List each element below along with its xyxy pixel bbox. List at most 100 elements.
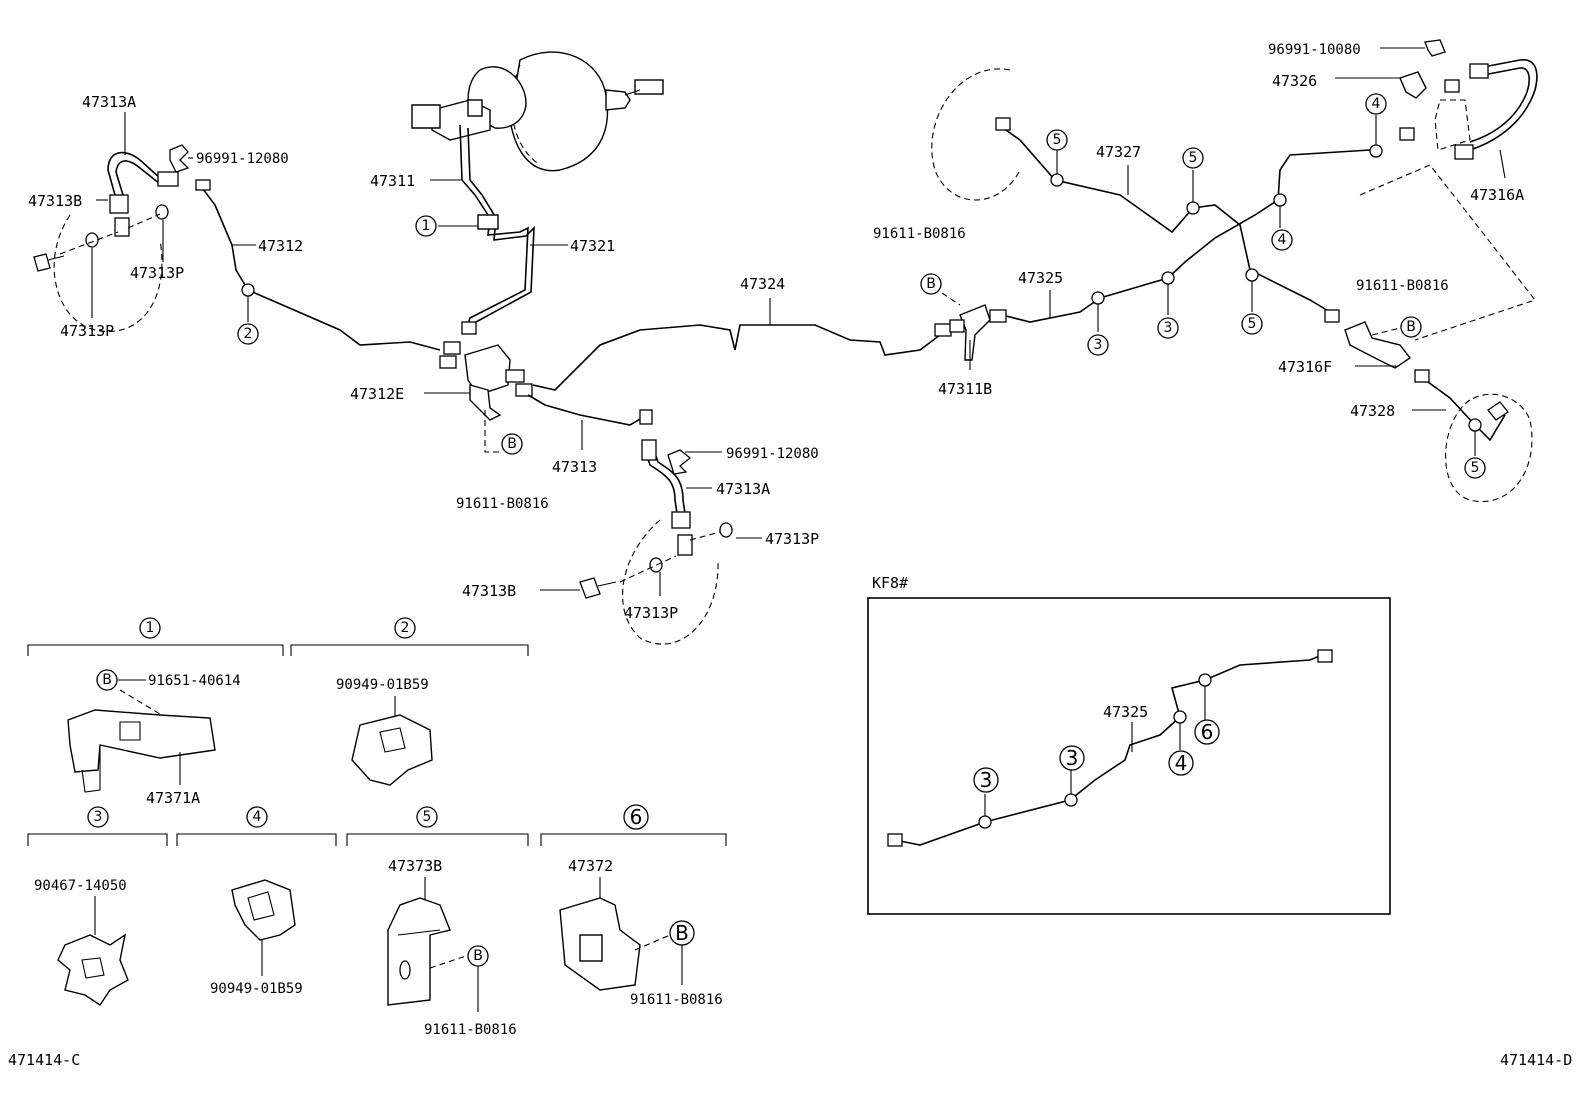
- label-47311B: 47311B: [938, 380, 992, 398]
- leader-lines: [91, 47, 1506, 596]
- callout-circle-2: 2: [237, 323, 259, 345]
- svg-text:5: 5: [1053, 132, 1062, 148]
- svg-text:B: B: [102, 672, 112, 688]
- svg-text:6: 6: [1201, 720, 1214, 744]
- label-96991-10080: 96991-10080: [1268, 42, 1361, 58]
- label-47313P-mid-2: 47313P: [624, 604, 678, 622]
- inset-kf8: KF8# 3 3 4 6 47325: [867, 574, 1391, 915]
- label-91611-B0816-center: 91611-B0816: [873, 226, 966, 242]
- label-90949-01B59-d2: 90949-01B59: [336, 677, 429, 693]
- svg-text:4: 4: [1372, 96, 1381, 112]
- label-kf8: KF8#: [872, 574, 908, 592]
- callout-circle-4b: 4: [1271, 229, 1293, 251]
- label-47313P-left-1: 47313P: [130, 264, 184, 282]
- svg-text:4: 4: [253, 809, 262, 825]
- label-90949-01B59-d4: 90949-01B59: [210, 981, 303, 997]
- svg-text:4: 4: [1175, 751, 1188, 775]
- label-47324: 47324: [740, 275, 785, 293]
- bracket-47326: [1399, 71, 1471, 151]
- label-47313: 47313: [552, 458, 597, 476]
- svg-text:3: 3: [1094, 337, 1103, 353]
- svg-text:5: 5: [1189, 150, 1198, 166]
- svg-text:3: 3: [1066, 746, 1079, 770]
- svg-text:1: 1: [146, 620, 155, 636]
- callout-circle-5d: 5: [1464, 457, 1486, 479]
- callout-circle-5a: 5: [1046, 129, 1068, 151]
- junction-47312E: [439, 321, 533, 421]
- label-47313A-mid: 47313A: [716, 480, 770, 498]
- part-labels: 47313A 96991-12080 47313B 47312 47313P 4…: [28, 42, 1524, 622]
- label-91651-40614: 91651-40614: [148, 673, 241, 689]
- callout-circle-1: 1: [415, 215, 437, 237]
- washers-left: [53, 204, 169, 332]
- label-47373B: 47373B: [388, 857, 442, 875]
- callout-circle-5b: 5: [1182, 147, 1204, 169]
- callout-circle-4a: 4: [1365, 93, 1387, 115]
- detail-1: 1 B 91651-40614 47371A: [27, 617, 284, 807]
- tube-47313: [527, 394, 653, 426]
- tube-clips: [241, 115, 1482, 456]
- detail-4: 4 90949-01B59: [176, 806, 337, 997]
- svg-text:B: B: [926, 276, 936, 292]
- callout-circle-3a: 3: [1087, 334, 1109, 356]
- label-47321: 47321: [570, 237, 615, 255]
- label-47313A-left: 47313A: [82, 93, 136, 111]
- detail-6: 6 47372 B 91611-B0816: [540, 804, 727, 1008]
- label-96991-12080-mid: 96991-12080: [726, 446, 819, 462]
- bolt-47313B-mid: [579, 577, 617, 599]
- label-47325-kf8: 47325: [1103, 703, 1148, 721]
- label-47313B-left: 47313B: [28, 192, 82, 210]
- svg-text:5: 5: [423, 809, 432, 825]
- label-47313P-left-2: 47313P: [60, 322, 114, 340]
- detail-5: 5 47373B B 91611-B0816: [346, 806, 529, 1038]
- label-47313B-mid: 47313B: [462, 582, 516, 600]
- hose-47313A-mid: [641, 439, 693, 556]
- svg-text:3: 3: [94, 809, 103, 825]
- label-47313P-mid-1: 47313P: [765, 530, 819, 548]
- left-rear-oval: [931, 68, 1021, 201]
- svg-text:1: 1: [422, 218, 431, 234]
- hose-47316A: [1454, 59, 1538, 160]
- label-47371A: 47371A: [146, 789, 200, 807]
- label-47326: 47326: [1272, 72, 1317, 90]
- tube-47328: [1427, 381, 1533, 503]
- dashed-triangle: [1359, 164, 1536, 341]
- svg-text:3: 3: [1164, 320, 1173, 336]
- svg-text:3: 3: [980, 768, 993, 792]
- bracket-47311B: [949, 304, 1007, 361]
- svg-text:5: 5: [1471, 460, 1480, 476]
- label-47316F: 47316F: [1278, 358, 1332, 376]
- svg-text:2: 2: [244, 326, 253, 342]
- callout-circle-b-center: B: [920, 273, 942, 295]
- label-47372: 47372: [568, 857, 613, 875]
- svg-text:4: 4: [1278, 232, 1287, 248]
- svg-text:B: B: [675, 921, 689, 945]
- label-91611-B0816-mid: 91611-B0816: [456, 496, 549, 512]
- svg-text:B: B: [507, 436, 517, 452]
- label-47328: 47328: [1350, 402, 1395, 420]
- svg-text:5: 5: [1248, 316, 1257, 332]
- clip-96991-left: [169, 144, 190, 173]
- brake-booster: [467, 51, 664, 172]
- clip-96991-10080: [1424, 39, 1446, 57]
- label-47311: 47311: [370, 172, 415, 190]
- callout-circle-3b: 3: [1157, 317, 1179, 339]
- washers-mid: [619, 519, 733, 645]
- tube-47324: [532, 323, 952, 391]
- label-91611-B0816-d6: 91611-B0816: [630, 992, 723, 1008]
- tube-47311: [459, 124, 535, 333]
- svg-text:6: 6: [630, 805, 643, 829]
- tube-47325: [1005, 147, 1379, 323]
- label-47327: 47327: [1096, 143, 1141, 161]
- svg-text:2: 2: [401, 620, 410, 636]
- callout-circle-5c: 5: [1241, 313, 1263, 335]
- label-90467-14050: 90467-14050: [34, 878, 127, 894]
- svg-text:B: B: [473, 948, 483, 964]
- callout-circle-b-mid: B: [501, 433, 523, 455]
- label-47316A: 47316A: [1470, 186, 1524, 204]
- master-cylinder: [411, 99, 491, 141]
- label-91611-B0816-d5: 91611-B0816: [424, 1022, 517, 1038]
- label-47312E: 47312E: [350, 385, 404, 403]
- bolt-47313B-left: [33, 253, 65, 272]
- detail-3: 3 90467-14050: [27, 806, 168, 1006]
